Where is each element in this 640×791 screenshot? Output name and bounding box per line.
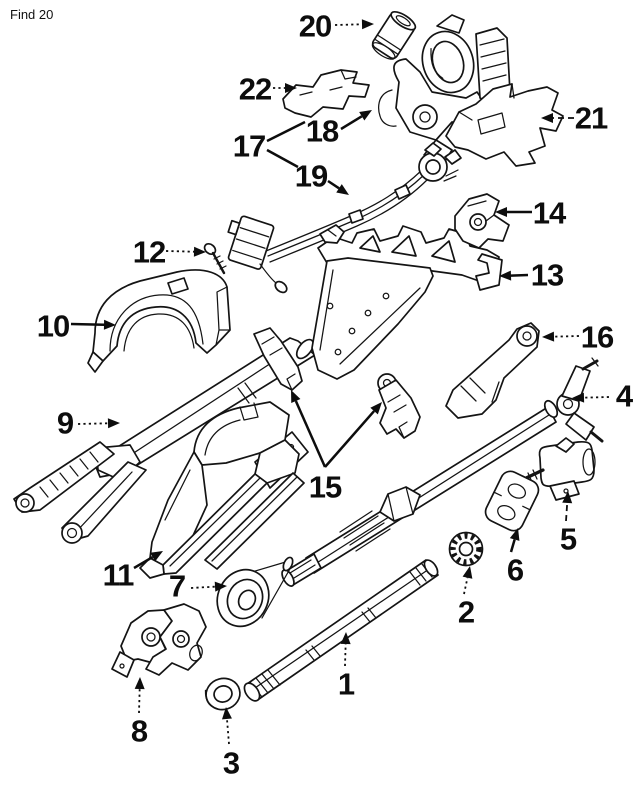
part-label-12[interactable]: 12 (133, 235, 166, 270)
arrowhead-3 (221, 707, 232, 720)
part-label-18[interactable]: 18 (306, 114, 340, 149)
part-10-illustration (87, 269, 231, 373)
part-label-1[interactable]: 1 (338, 667, 356, 702)
arrow-line-18 (340, 115, 363, 131)
part-9-illustration (13, 337, 316, 544)
arrow-line-8 (138, 688, 141, 714)
arrowhead-15 (370, 402, 382, 415)
arrowhead-13 (499, 270, 512, 281)
find-indicator: Find 20 (10, 7, 54, 22)
part-label-8[interactable]: 8 (131, 714, 149, 749)
leader-line-17 (266, 148, 299, 169)
part-20-illustration (371, 10, 417, 60)
part-label-14[interactable]: 14 (533, 196, 568, 231)
arrow-line-11 (133, 555, 154, 570)
arrowhead-19 (336, 184, 349, 195)
part-label-13[interactable]: 13 (531, 258, 565, 293)
part-14-illustration (454, 193, 510, 249)
part-label-20[interactable]: 20 (299, 9, 332, 44)
arrowhead-22 (285, 83, 297, 93)
leader-line-17 (266, 120, 306, 143)
arrow-line-3 (226, 718, 230, 745)
part-19-illustration (227, 142, 462, 294)
arrow-line-20 (334, 23, 363, 26)
arrow-line-16 (553, 335, 580, 338)
arrow-line-6 (509, 539, 516, 553)
part-label-9[interactable]: 9 (57, 406, 75, 441)
arrow-line-7 (190, 585, 216, 589)
part-label-6[interactable]: 6 (507, 553, 525, 588)
part-label-2[interactable]: 2 (458, 595, 475, 630)
arrowhead-16 (542, 331, 555, 342)
arrow-line-9 (77, 422, 109, 425)
arrowhead-8 (134, 677, 145, 690)
part-label-17[interactable]: 17 (233, 129, 266, 164)
part-label-15[interactable]: 15 (309, 470, 343, 505)
arrow-line-15 (324, 410, 376, 468)
part-7-illustration (216, 556, 294, 628)
arrowhead-9 (107, 418, 120, 429)
arrowhead-1 (340, 632, 351, 645)
arrowhead-6 (509, 528, 520, 541)
arrow-line-13 (510, 273, 529, 277)
arrowhead-2 (462, 566, 473, 579)
arrow-line-19 (327, 179, 340, 190)
arrow-line-1 (344, 643, 347, 667)
arrowhead-21 (541, 113, 553, 123)
arrow-line-2 (463, 577, 469, 595)
part-21-illustration (445, 83, 564, 167)
part-2-illustration (448, 531, 484, 567)
part-1-illustration (243, 559, 439, 702)
arrowhead-14 (495, 207, 507, 217)
part-13-illustration (311, 225, 503, 380)
arrow-line-4 (583, 396, 610, 399)
arrowhead-18 (359, 110, 372, 121)
part-15-illustration (253, 327, 421, 439)
arrow-line-10 (70, 322, 105, 326)
part-22-illustration (282, 69, 370, 118)
arrowhead-11 (150, 551, 163, 562)
part-label-21[interactable]: 21 (575, 101, 609, 136)
part-label-4[interactable]: 4 (616, 379, 635, 414)
part-label-11[interactable]: 11 (103, 558, 136, 593)
part-label-10[interactable]: 10 (37, 309, 70, 344)
part-label-19[interactable]: 19 (295, 159, 329, 194)
arrowhead-15 (291, 390, 301, 403)
part-8-illustration (111, 603, 207, 678)
part-label-3[interactable]: 3 (223, 746, 241, 781)
part-label-7[interactable]: 7 (169, 569, 186, 604)
part-label-22[interactable]: 22 (239, 72, 272, 107)
arrowhead-20 (361, 19, 374, 30)
part-label-5[interactable]: 5 (560, 522, 578, 557)
arrowhead-4 (572, 392, 585, 403)
arrow-line-15 (294, 400, 327, 468)
part-label-16[interactable]: 16 (581, 320, 615, 355)
arrowhead-7 (214, 581, 227, 592)
part-12-illustration (203, 242, 227, 275)
arrowhead-5 (562, 491, 573, 504)
arrowhead-10 (103, 319, 116, 330)
arrow-line-5 (565, 502, 569, 522)
arrowhead-12 (193, 246, 206, 257)
part-11-illustration (139, 401, 305, 579)
arrow-line-12 (165, 250, 195, 253)
part-3-illustration (204, 677, 241, 711)
part-6-illustration (484, 470, 540, 532)
part-16-illustration (445, 322, 540, 419)
